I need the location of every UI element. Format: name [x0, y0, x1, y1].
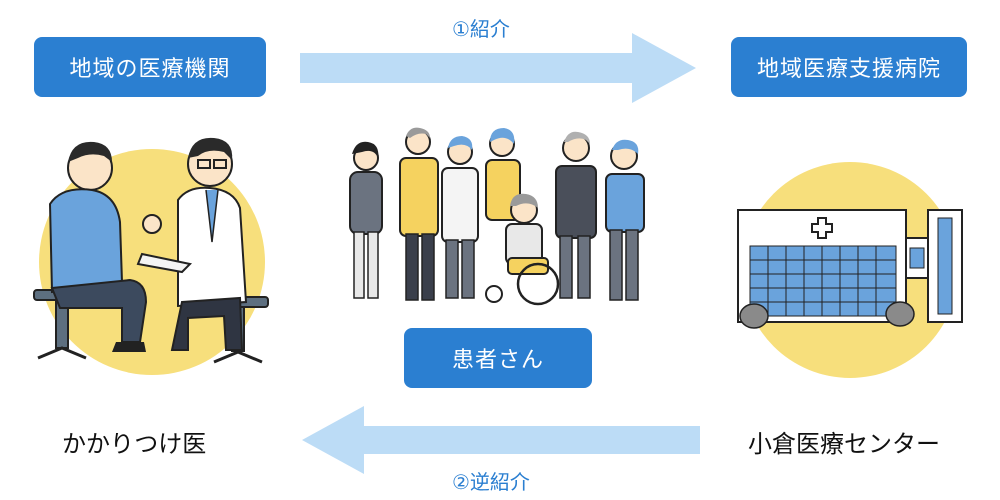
kokura-medical-center-caption: 小倉医療センター — [748, 430, 940, 458]
hospital-building-illustration — [728, 160, 978, 380]
patients-label: 患者さん — [451, 348, 544, 373]
regional-support-hospital-label: 地域医療支援病院 — [756, 57, 941, 82]
local-medical-institution-box: 地域の医療機関 — [34, 37, 266, 97]
family-doctor-caption: かかりつけ医 — [62, 430, 207, 458]
reverse-referral-label: ②逆紹介 — [452, 470, 530, 494]
referral-label: ①紹介 — [452, 17, 510, 41]
regional-support-hospital-box: 地域医療支援病院 — [731, 37, 967, 97]
family-doctor-illustration — [12, 112, 282, 382]
referral-arrow — [300, 33, 700, 103]
patients-box: 患者さん — [404, 328, 592, 388]
patients-group-illustration — [338, 118, 656, 314]
reverse-referral-arrow — [298, 402, 700, 474]
local-medical-institution-label: 地域の医療機関 — [69, 57, 231, 82]
